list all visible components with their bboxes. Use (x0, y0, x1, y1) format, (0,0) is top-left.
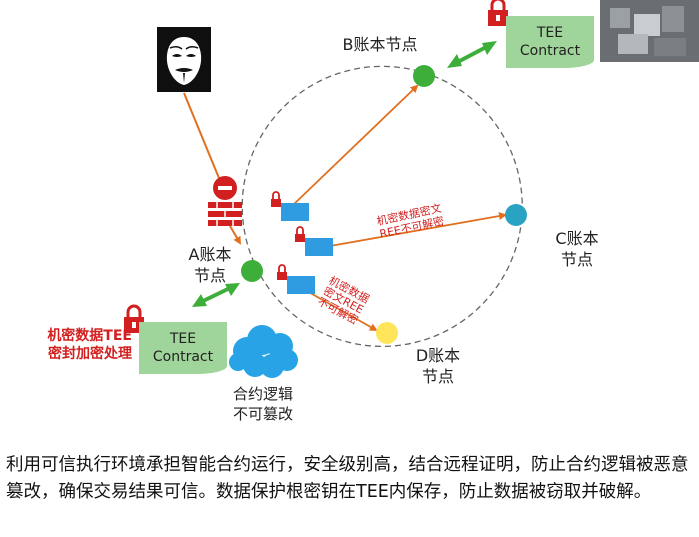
arrow-a-to-b (292, 84, 419, 206)
tee-b-line1: TEE (536, 25, 564, 41)
lock-icon (488, 0, 508, 26)
tee-a-line2: Contract (152, 349, 214, 365)
node-c[interactable] (505, 204, 527, 226)
double-arrow-a-tee (192, 283, 240, 307)
double-arrow-b-tee (447, 41, 497, 68)
lock-icon (271, 191, 305, 280)
node-c-label: C账本 节点 (545, 228, 609, 270)
tee-seal-note-line1: 机密数据TEE (47, 328, 132, 344)
cloud-text-line1: 合约逻辑 (232, 385, 293, 403)
video-overlay (600, 0, 699, 62)
node-c-label-line2: 节点 (560, 250, 593, 269)
firewall-icon (208, 176, 242, 226)
tee-a-line1: TEE (169, 331, 197, 347)
tee-contract-a: TEE Contract (139, 322, 227, 374)
node-b[interactable] (413, 65, 435, 87)
attack-arrow (183, 92, 222, 184)
node-c-label-line1: C账本 (555, 229, 599, 248)
tee-contract-b: TEE Contract (506, 16, 594, 68)
node-a[interactable] (241, 260, 263, 282)
cloud-icon (229, 325, 298, 378)
cloud-text: 合约逻辑 不可篡改 (219, 384, 307, 424)
network-ring (241, 65, 523, 348)
cloud-text-line2: 不可篡改 (232, 405, 293, 423)
caption-text: 利用可信执行环境承担智能合约运行，安全级别高，结合远程证明，防止合约逻辑被恶意篡… (6, 455, 689, 502)
tee-b-line2: Contract (519, 43, 581, 59)
node-a-label: A账本 节点 (178, 244, 242, 286)
arrow-a-to-c (329, 212, 507, 247)
arrow-a-to-d (304, 289, 378, 331)
tee-seal-note-line2: 密封加密处理 (48, 346, 132, 362)
node-d-label: D账本 节点 (406, 345, 470, 387)
node-d[interactable] (376, 322, 398, 344)
node-a-label-line2: 节点 (193, 266, 226, 285)
hacker-mask-icon (157, 27, 211, 92)
node-b-label: B账本节点 (342, 35, 418, 54)
node-a-label-line1: A账本 (188, 245, 232, 264)
tee-seal-note: 机密数据TEE 密封加密处理 (18, 327, 132, 363)
data-packet-icon (281, 203, 333, 294)
node-d-label-line2: 节点 (421, 367, 454, 386)
firewall-to-a-arrow (229, 225, 242, 245)
node-d-label-line1: D账本 (415, 346, 461, 365)
